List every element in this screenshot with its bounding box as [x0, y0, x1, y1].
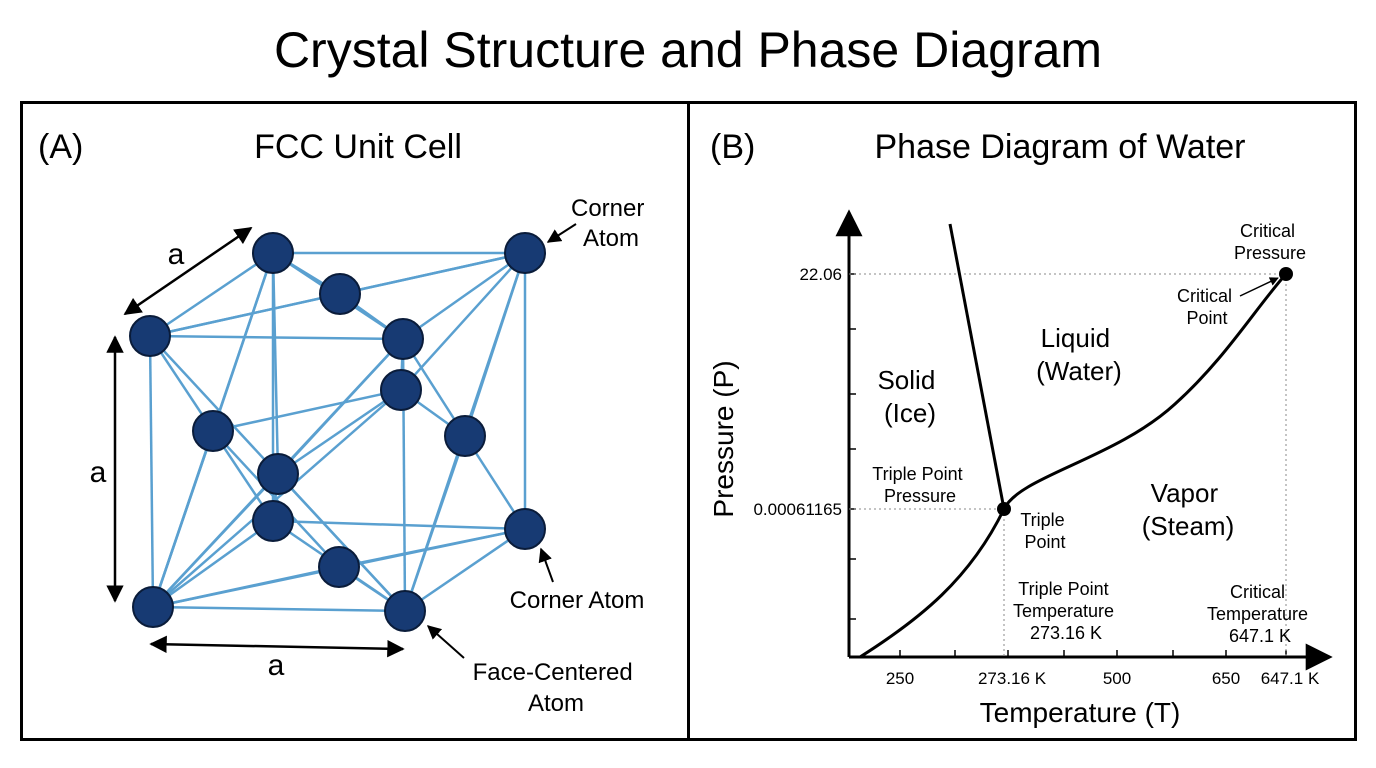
bond-line	[149, 334, 404, 341]
bond-line	[400, 252, 526, 391]
corner-atom-arrow-top	[546, 223, 577, 243]
phase-diagram: (B) Phase Diagram of Water	[708, 128, 1333, 728]
x-tick-500: 500	[1103, 669, 1131, 688]
x-tick-critical-temperature: 647.1 K	[1261, 669, 1320, 688]
bond-line	[152, 605, 406, 613]
face-centered-atom	[380, 369, 422, 411]
face-centered-atom	[444, 415, 486, 457]
corner-atom-label: Corner Atom	[510, 587, 645, 614]
bond-line	[148, 335, 155, 608]
corner-atom	[504, 232, 546, 274]
lattice-label-bottom: a	[268, 649, 285, 682]
x-tick-triple-temperature: 273.16 K	[978, 669, 1047, 688]
phase-diagram-panel: (B) Phase Diagram of Water	[687, 101, 1357, 741]
x-tick-250: 250	[886, 669, 914, 688]
bond-line	[152, 389, 402, 608]
corner-atom-label-top: Corner Atom	[571, 195, 651, 252]
melting-curve	[948, 223, 1006, 510]
lattice-arrow-bottom	[149, 635, 405, 658]
vaporization-curve	[1002, 273, 1288, 510]
corner-atom	[504, 508, 546, 550]
sublimation-curve	[859, 508, 1006, 659]
face-centered-atom	[252, 500, 294, 542]
lattice-arrow-top	[123, 226, 253, 316]
face-centered-atom	[192, 410, 234, 452]
triple-point-pressure-label: Triple Point Pressure	[872, 464, 967, 506]
y-axis-title: Pressure (P)	[708, 360, 739, 517]
panel-title-a: FCC Unit Cell	[254, 128, 462, 166]
corner-atom	[132, 586, 174, 628]
solid-region-label: Solid (Ice)	[877, 365, 942, 428]
fcc-diagram: (A) FCC Unit Cell a a a Corner Atom Corn…	[38, 128, 651, 717]
bond-line	[404, 527, 526, 613]
y-tick-critical-pressure: 22.06	[799, 265, 842, 284]
triple-point-temperature-label: Triple Point Temperature 273.16 K	[1013, 579, 1119, 643]
fcc-panel: (A) FCC Unit Cell a a a Corner Atom Corn…	[20, 101, 690, 741]
corner-atom	[129, 315, 171, 357]
critical-point-marker	[1279, 267, 1293, 281]
face-centered-label: Face-Centered Atom	[473, 659, 640, 717]
lattice-label-top: a	[168, 238, 185, 271]
panel-title-b: Phase Diagram of Water	[875, 128, 1246, 166]
x-tick-650: 650	[1212, 669, 1240, 688]
liquid-region-label: Liquid (Water)	[1036, 323, 1122, 386]
corner-atom	[384, 590, 426, 632]
panel-letter-b: (B)	[710, 128, 755, 166]
triple-point-marker	[997, 502, 1011, 516]
bond-line	[277, 388, 402, 476]
x-axis-title: Temperature (T)	[980, 697, 1181, 728]
critical-temperature-label: Critical Temperature 647.1 K	[1207, 582, 1313, 646]
bond-line	[402, 251, 526, 341]
face-centered-arrow	[426, 625, 465, 659]
face-centered-atom	[319, 273, 361, 315]
face-centered-atom	[257, 453, 299, 495]
guide-lines	[849, 273, 1287, 657]
face-centered-atom	[318, 546, 360, 588]
lattice-label-left: a	[90, 456, 107, 489]
bond-line	[152, 519, 274, 609]
corner-atom	[382, 318, 424, 360]
panel-letter-a: (A)	[38, 128, 83, 166]
page-title: Crystal Structure and Phase Diagram	[273, 22, 1103, 78]
triple-point-label: Triple Point	[1020, 510, 1069, 552]
corner-atom	[252, 232, 294, 274]
critical-point-arrow	[1239, 277, 1279, 297]
corner-atom-arrow	[538, 547, 554, 583]
bond-line	[272, 519, 526, 531]
critical-pressure-label: Critical Pressure	[1234, 221, 1306, 263]
bond-line	[212, 388, 402, 433]
vapor-region-label: Vapor (Steam)	[1142, 478, 1234, 541]
critical-point-label: Critical Point	[1177, 286, 1237, 328]
atoms	[129, 232, 546, 632]
y-tick-triple-pressure: 0.00061165	[753, 500, 842, 519]
